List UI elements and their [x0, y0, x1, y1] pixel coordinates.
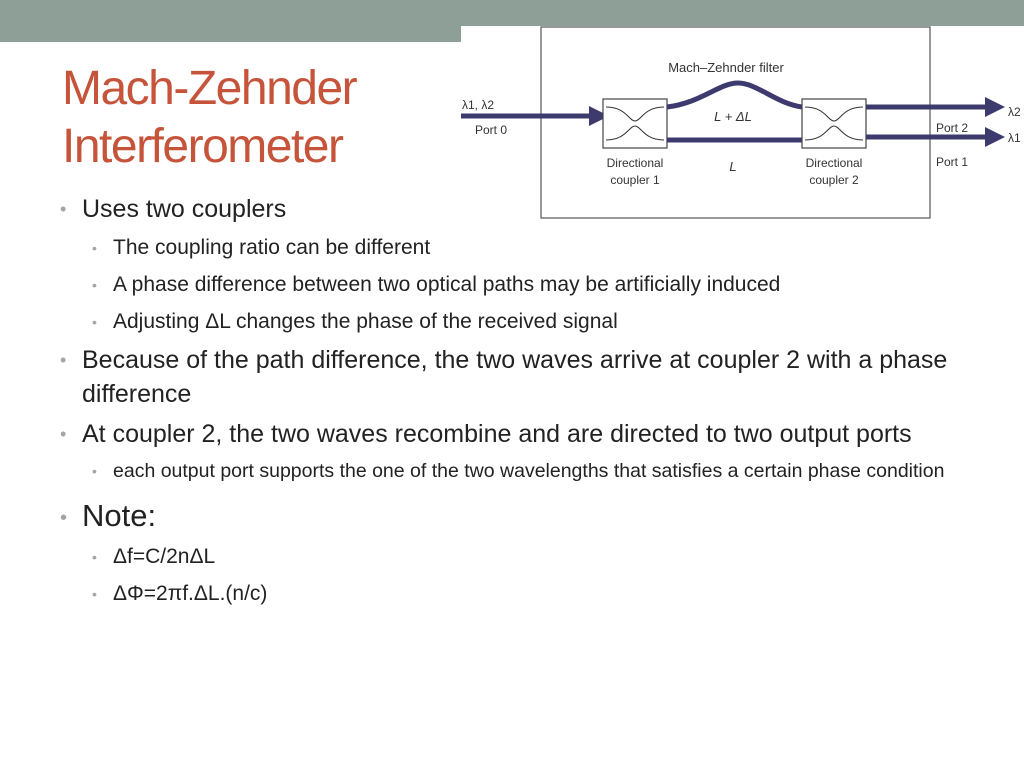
formula-text: ΔΦ=2πf.ΔL.(n/c): [113, 582, 268, 605]
coupler-1-box: [602, 98, 668, 149]
mach-zehnder-diagram: Mach–Zehnder filter λ1, λ2 Port 0 Direct…: [461, 26, 1024, 229]
coupler-2-box: [801, 98, 867, 149]
bullet-text: each output port supports the one of the…: [113, 460, 945, 482]
bullet-icon: •: [60, 507, 68, 529]
port-1-label: Port 1: [936, 155, 968, 169]
upper-path-label: L + ΔL: [714, 109, 752, 124]
sub-bullet-item: • A phase difference between two optical…: [58, 270, 978, 300]
formula-text: Δf=C/2nΔL: [113, 545, 216, 568]
port-0-label: Port 0: [475, 123, 507, 137]
slide-title: Mach-Zehnder Interferometer: [62, 60, 358, 176]
output-bottom-wavelength-label: λ1: [1008, 131, 1021, 145]
title-line-1: Mach-Zehnder: [62, 62, 358, 115]
output-top-wavelength-label: λ2: [1008, 105, 1021, 119]
sub-bullet-item: • each output port supports the one of t…: [58, 458, 978, 485]
sub-bullet-item: • Adjusting ΔL changes the phase of the …: [58, 307, 978, 337]
input-wavelengths-label: λ1, λ2: [462, 98, 494, 112]
sub-bullet-item: • Δf=C/2nΔL: [58, 542, 978, 572]
bullet-icon: •: [60, 350, 67, 370]
coupler-1-curve-bottom: [605, 125, 665, 141]
bullet-item: • Uses two couplers: [58, 192, 978, 226]
bullet-item: • At coupler 2, the two waves recombine …: [58, 417, 978, 451]
bullet-text: The coupling ratio can be different: [113, 236, 431, 259]
bullet-icon: •: [92, 463, 97, 479]
coupler-1-label-line1: Directional: [607, 156, 664, 170]
diagram-svg: Mach–Zehnder filter λ1, λ2 Port 0 Direct…: [461, 26, 1021, 219]
title-line-2: Interferometer: [62, 120, 344, 173]
bullet-icon: •: [92, 586, 97, 602]
upper-arm-waveguide: [666, 80, 803, 110]
bullet-icon: •: [60, 199, 67, 219]
sub-bullet-item: • The coupling ratio can be different: [58, 233, 978, 263]
bullet-icon: •: [92, 277, 97, 293]
coupler-2-curve-bottom: [804, 125, 864, 141]
bullet-text: A phase difference between two optical p…: [113, 273, 781, 296]
bullet-text: Adjusting ΔL changes the phase of the re…: [113, 310, 618, 333]
filter-label: Mach–Zehnder filter: [668, 60, 784, 75]
bullet-text: Note:: [82, 498, 157, 533]
bullet-item: • Because of the path difference, the tw…: [58, 343, 978, 411]
coupler-1-curve-top: [605, 106, 665, 122]
bullet-item-note: • Note:: [58, 497, 978, 535]
bullet-icon: •: [92, 549, 97, 565]
coupler-1-label-line2: coupler 1: [610, 173, 660, 187]
slide-bullet-list: • Uses two couplers • The coupling ratio…: [58, 186, 978, 609]
coupler-2-label-line1: Directional: [806, 156, 863, 170]
bullet-text: At coupler 2, the two waves recombine an…: [82, 420, 912, 448]
bullet-icon: •: [60, 424, 67, 444]
bullet-icon: •: [92, 240, 97, 256]
bullet-text: Uses two couplers: [82, 195, 287, 223]
coupler-2-label-line2: coupler 2: [809, 173, 859, 187]
coupler-2-curve-top: [804, 106, 864, 122]
lower-path-label: L: [729, 159, 736, 174]
port-2-label: Port 2: [936, 121, 968, 135]
sub-bullet-item: • ΔΦ=2πf.ΔL.(n/c): [58, 579, 978, 609]
bullet-icon: •: [92, 314, 97, 330]
bullet-text: Because of the path difference, the two …: [82, 346, 948, 408]
